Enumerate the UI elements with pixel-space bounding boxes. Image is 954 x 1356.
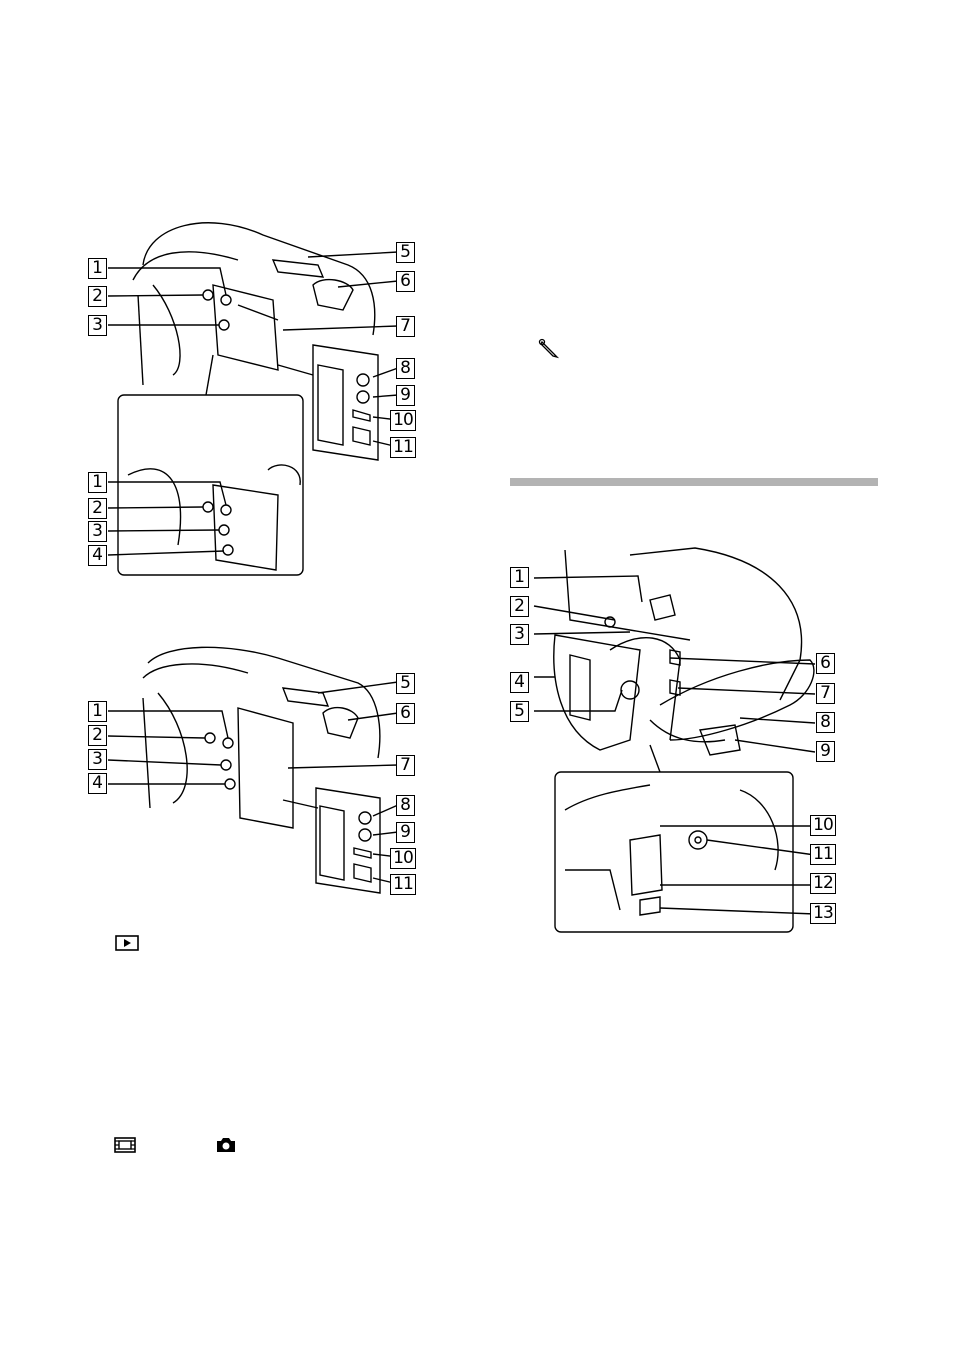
camcorder-diagram-top — [88, 205, 423, 580]
callout-b-3: 3 — [88, 749, 107, 770]
callout-c-8: 8 — [816, 712, 835, 733]
callout-b-9: 9 — [396, 822, 415, 843]
callout-a-3: 3 — [88, 315, 107, 336]
callout-c-3: 3 — [510, 624, 529, 645]
photo-camera-icon — [216, 1137, 236, 1158]
callout-c-13: 13 — [810, 903, 836, 924]
movie-film-icon — [114, 1137, 136, 1158]
callout-a-6: 6 — [396, 271, 415, 292]
callout-c-6: 6 — [816, 653, 835, 674]
callout-a-8: 8 — [396, 358, 415, 379]
camcorder-top-illustration — [88, 205, 423, 580]
callout-a-inset-4: 4 — [88, 545, 107, 566]
callout-c-4: 4 — [510, 672, 529, 693]
callout-a-9: 9 — [396, 385, 415, 406]
playback-icon — [115, 935, 139, 956]
callout-a-2: 2 — [88, 286, 107, 307]
pencil-note-icon — [538, 338, 560, 365]
callout-b-6: 6 — [396, 703, 415, 724]
callout-b-10: 10 — [390, 848, 416, 869]
callout-c-9: 9 — [816, 741, 835, 762]
callout-c-1: 1 — [510, 567, 529, 588]
section-divider — [510, 478, 878, 486]
callout-b-1: 1 — [88, 701, 107, 722]
callout-b-2: 2 — [88, 725, 107, 746]
callout-b-4: 4 — [88, 773, 107, 794]
callout-a-10: 10 — [390, 410, 416, 431]
callout-a-5: 5 — [396, 242, 415, 263]
camcorder-grip-illustration — [510, 540, 845, 935]
callout-a-1: 1 — [88, 258, 107, 279]
callout-c-11: 11 — [810, 844, 836, 865]
callout-c-7: 7 — [816, 683, 835, 704]
callout-b-7: 7 — [396, 755, 415, 776]
callout-a-7: 7 — [396, 316, 415, 337]
callout-c-5: 5 — [510, 701, 529, 722]
callout-a-inset-1: 1 — [88, 472, 107, 493]
callout-c-2: 2 — [510, 596, 529, 617]
callout-c-10: 10 — [810, 815, 836, 836]
callout-b-5: 5 — [396, 673, 415, 694]
callout-c-12: 12 — [810, 873, 836, 894]
callout-b-8: 8 — [396, 795, 415, 816]
callout-a-11: 11 — [390, 437, 416, 458]
camcorder-diagram-middle — [88, 638, 423, 900]
callout-b-11: 11 — [390, 874, 416, 895]
camcorder-middle-illustration — [88, 638, 423, 900]
callout-a-inset-2: 2 — [88, 498, 107, 519]
callout-a-inset-3: 3 — [88, 521, 107, 542]
camcorder-diagram-grip — [510, 540, 845, 935]
